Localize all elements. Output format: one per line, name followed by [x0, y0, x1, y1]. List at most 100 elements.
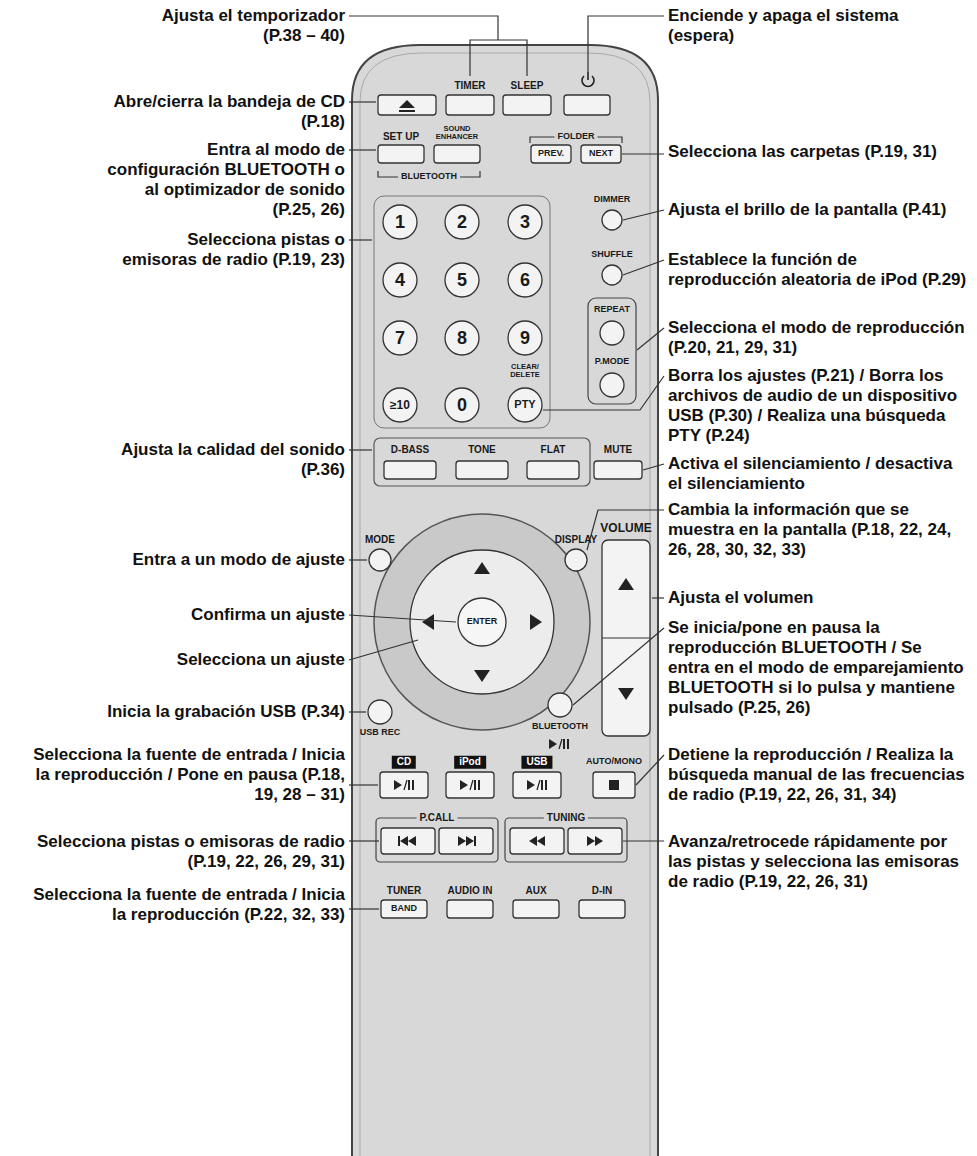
leader-line	[349, 149, 376, 150]
button-label: 9	[520, 329, 530, 348]
mode-group-box	[588, 298, 636, 404]
button-label: 7	[395, 329, 405, 348]
button-label: 8	[457, 329, 467, 348]
button-label: AUTO/MONO	[586, 757, 642, 766]
leader-line	[349, 784, 378, 785]
callout-text: Inicia la grabación USB (P.34)	[45, 702, 345, 722]
sound-enhancer-button	[434, 145, 480, 163]
power-button	[564, 95, 610, 115]
button-label: SOUND ENHANCER	[434, 125, 480, 141]
rewind-icon	[529, 836, 545, 846]
button-label: 3	[520, 213, 530, 232]
callout-text: Selecciona un ajuste	[45, 650, 345, 670]
leader-line	[573, 628, 664, 705]
button-label: BAND	[391, 904, 417, 913]
leader-line	[623, 260, 664, 275]
pause-icon	[474, 780, 480, 790]
button-label: ≥10	[390, 399, 410, 412]
callout-text: Borra los ajustes (P.21) / Borra los arc…	[668, 366, 968, 446]
pause-icon	[563, 739, 569, 749]
tone-button	[456, 461, 508, 479]
volume-icons	[618, 578, 634, 700]
slash-icon	[470, 780, 473, 790]
button-label: TUNING	[544, 813, 588, 824]
sleep-button	[503, 95, 551, 115]
pause-icon	[408, 780, 414, 790]
input-button	[579, 900, 625, 918]
leader-line	[349, 840, 379, 841]
callout-text: Ajusta el volumen	[668, 588, 968, 608]
button-label: TONE	[468, 445, 496, 456]
button-label: PREV.	[538, 149, 564, 158]
leader-line	[543, 376, 664, 410]
button-label: VOLUME	[600, 522, 651, 535]
rewind-button	[510, 828, 564, 854]
callout-text: Selecciona pistas o emisoras de radio (P…	[115, 230, 345, 270]
callout-text: Establece la función de reproducción ale…	[668, 250, 968, 290]
button-label: SET UP	[383, 132, 419, 143]
leader-line	[652, 597, 664, 598]
pmode-button	[600, 373, 624, 397]
button-label: D-BASS	[391, 445, 429, 456]
slash-icon	[559, 739, 562, 749]
forward-button	[568, 828, 622, 854]
button-label: AUX	[525, 886, 546, 897]
leader-line	[349, 559, 367, 560]
button-label: iPod	[454, 756, 486, 769]
play-icon	[394, 780, 402, 790]
usb-rec-button	[368, 700, 392, 724]
button-label: DIMMER	[594, 195, 631, 204]
button-label: DISPLAY	[555, 535, 597, 546]
button-label: FLAT	[541, 445, 566, 456]
callout-text: Entra al modo de configuración BLUETOOTH…	[105, 140, 345, 220]
play-icon	[460, 780, 468, 790]
play-button	[446, 772, 494, 798]
leader-line	[637, 328, 664, 350]
eject-button	[378, 95, 436, 115]
button-label: REPEAT	[594, 305, 630, 314]
leader-line	[349, 640, 418, 660]
leader-line	[349, 101, 376, 102]
leader-line	[349, 449, 372, 450]
next-icon	[458, 836, 476, 846]
tone-group-box	[374, 438, 590, 486]
callout-text: Detiene la reproducción / Realiza la bús…	[668, 745, 968, 805]
slash-icon	[537, 780, 540, 790]
enter-button	[458, 598, 506, 646]
pause-icon	[541, 780, 547, 790]
button-label: 5	[457, 271, 467, 290]
callout-text: Ajusta el temporizador (P.38 – 40)	[135, 6, 345, 46]
volume-divider	[602, 637, 650, 638]
dbass-button	[384, 461, 436, 479]
volume-rocker	[602, 540, 650, 736]
dimmer-button	[602, 210, 622, 230]
callout-text: Ajusta el brillo de la pantalla (P.41)	[668, 200, 968, 220]
number-button	[383, 205, 417, 239]
number-button	[508, 263, 542, 297]
leader-line	[588, 16, 664, 72]
leader-line	[349, 711, 366, 712]
mute-button	[594, 461, 642, 479]
timer-button	[446, 95, 494, 115]
arrow-pad	[410, 550, 554, 694]
button-label: USB	[521, 756, 552, 769]
button-label: SHUFFLE	[591, 250, 633, 259]
play-icon	[527, 780, 535, 790]
button-label: MODE	[365, 535, 395, 546]
repeat-button	[600, 321, 624, 345]
button-label: 1	[395, 213, 405, 232]
input-button	[447, 900, 493, 918]
input-button	[513, 900, 559, 918]
bluetooth-button	[548, 693, 572, 717]
button-label: BLUETOOTH	[532, 722, 588, 731]
button-label: 6	[520, 271, 530, 290]
leader-line	[470, 40, 527, 76]
number-button	[383, 263, 417, 297]
prev-button	[531, 145, 571, 163]
pcall-box	[376, 818, 498, 862]
leader-line	[587, 510, 664, 550]
button-label: P.CALL	[417, 813, 458, 824]
input-button	[381, 900, 427, 918]
tuning-box	[505, 818, 627, 862]
